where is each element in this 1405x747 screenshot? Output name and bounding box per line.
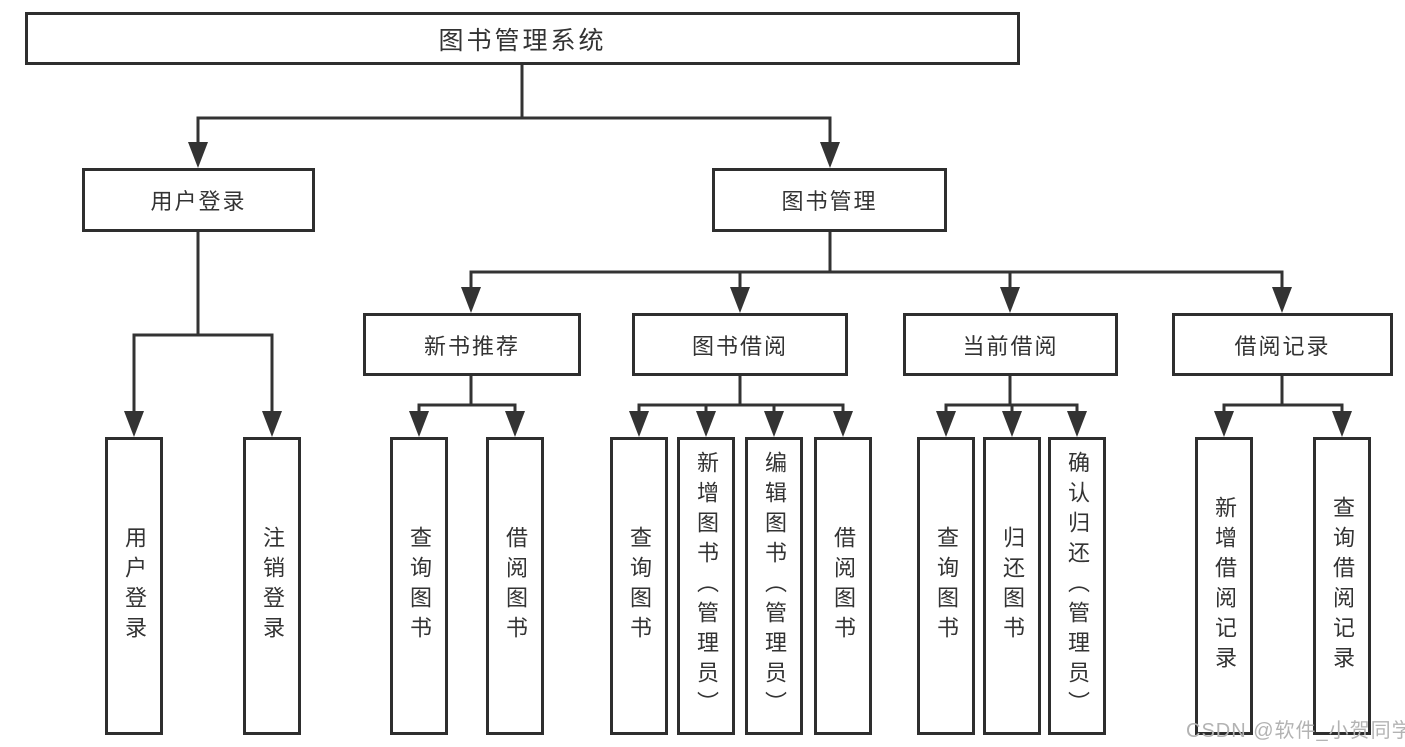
- leaf-user-login: 用户登录: [105, 437, 163, 735]
- node-label: 图书管理: [781, 189, 878, 214]
- node-book-borrowing: 图书借阅: [632, 313, 848, 376]
- node-label: 编辑图书（管理员）: [762, 451, 787, 721]
- node-label: 查询图书: [627, 526, 652, 646]
- leaf-borrow-books-borrowing: 借阅图书: [814, 437, 872, 735]
- node-label: 新书推荐: [423, 333, 520, 359]
- node-label: 当前借阅: [962, 333, 1059, 359]
- node-label: 注销登录: [260, 526, 285, 646]
- node-label: 图书管理系统: [438, 26, 607, 55]
- node-label: 借阅图书: [831, 526, 856, 646]
- node-label: 查询图书: [934, 526, 959, 646]
- node-root: 图书管理系统: [25, 12, 1020, 65]
- node-current-borrowing: 当前借阅: [903, 313, 1118, 376]
- watermark: CSDN @软件_小贺同学: [1186, 720, 1405, 742]
- node-label: 查询图书: [407, 526, 432, 646]
- leaf-query-borrow-record: 查询借阅记录: [1313, 437, 1371, 735]
- leaf-logout: 注销登录: [243, 437, 301, 735]
- node-new-book-recommend: 新书推荐: [363, 313, 581, 376]
- node-label: 借阅记录: [1234, 333, 1331, 359]
- leaf-query-books-recommend: 查询图书: [390, 437, 448, 735]
- node-label: 查询借阅记录: [1330, 496, 1355, 676]
- leaf-edit-books-admin: 编辑图书（管理员）: [745, 437, 803, 735]
- leaf-query-books-borrowing: 查询图书: [610, 437, 668, 735]
- leaf-add-borrow-record: 新增借阅记录: [1195, 437, 1253, 735]
- node-user-login: 用户登录: [82, 168, 315, 232]
- leaf-return-books: 归还图书: [983, 437, 1041, 735]
- leaf-borrow-books-recommend: 借阅图书: [486, 437, 544, 735]
- node-label: 归还图书: [1000, 526, 1025, 646]
- node-label: 用户登录: [150, 189, 247, 214]
- node-borrowing-records: 借阅记录: [1172, 313, 1393, 376]
- node-label: 借阅图书: [503, 526, 528, 646]
- leaf-query-books-current: 查询图书: [917, 437, 975, 735]
- leaf-confirm-return-admin: 确认归还（管理员）: [1048, 437, 1106, 735]
- leaf-add-books-admin: 新增图书（管理员）: [677, 437, 735, 735]
- node-label: 用户登录: [122, 526, 147, 646]
- node-label: 图书借阅: [691, 333, 788, 359]
- node-label: 新增借阅记录: [1212, 496, 1237, 676]
- node-book-management: 图书管理: [712, 168, 947, 232]
- node-label: 确认归还（管理员）: [1065, 451, 1090, 721]
- node-label: 新增图书（管理员）: [694, 451, 719, 721]
